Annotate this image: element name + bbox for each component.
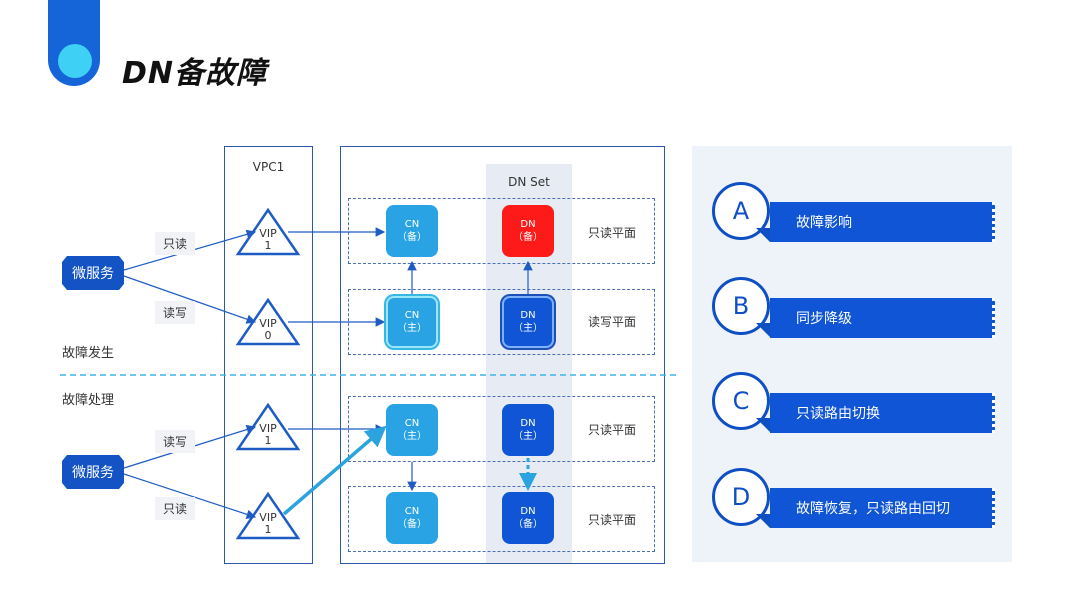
cn-standby-node-top: CN（备） xyxy=(386,205,438,257)
microservice-bottom: 微服务 xyxy=(62,455,124,489)
step-d-tail xyxy=(756,514,770,528)
cn-primary-node-top: CN（主） xyxy=(386,296,438,348)
step-c-circle: C xyxy=(712,372,770,430)
cluster-frame xyxy=(340,146,665,564)
step-a-text: 故障影响 xyxy=(796,215,852,231)
step-a-bar: 故障影响 xyxy=(770,202,995,242)
logo-dot xyxy=(58,44,92,78)
plane-label-top-rw: 读写平面 xyxy=(588,315,637,329)
vpc-label: VPC1 xyxy=(252,160,285,174)
step-b-bar: 同步降级 xyxy=(770,298,995,338)
edge-label-bottom-readwrite: 读写 xyxy=(155,430,196,453)
step-a-tail xyxy=(756,228,770,242)
section-fault-occurs: 故障发生 xyxy=(62,346,115,361)
dn-standby-node-failed: DN（备） xyxy=(502,205,554,257)
step-c-text: 只读路由切换 xyxy=(796,406,880,422)
plane-box-bottom-lower xyxy=(348,486,655,552)
edge-label-bottom-readonly: 只读 xyxy=(155,497,196,520)
dn-primary-node-bottom: DN（主） xyxy=(502,404,554,456)
cn-primary-node-bottom: CN（主） xyxy=(386,404,438,456)
plane-box-top-ro xyxy=(348,198,655,264)
page-title: DN备故障 xyxy=(122,56,268,91)
edge-label-top-readonly: 只读 xyxy=(155,232,196,255)
dn-set-label: DN Set xyxy=(508,175,550,189)
step-d-bar: 故障恢复，只读路由回切 xyxy=(770,488,995,528)
step-c-bar: 只读路由切换 xyxy=(770,393,995,433)
step-d-text: 故障恢复，只读路由回切 xyxy=(796,501,950,517)
step-b-text: 同步降级 xyxy=(796,311,852,327)
vip-label-top-ro: VIP 1 xyxy=(259,227,277,252)
plane-label-bottom-lower: 只读平面 xyxy=(588,513,637,527)
step-b-tail xyxy=(756,323,770,337)
step-d-circle: D xyxy=(712,468,770,526)
microservice-top: 微服务 xyxy=(62,256,124,290)
edge-label-top-readwrite: 读写 xyxy=(155,301,196,324)
vip-label-bottom-ro: VIP 1 xyxy=(259,511,277,536)
plane-label-bottom-upper: 只读平面 xyxy=(588,423,637,437)
step-c-tail xyxy=(756,418,770,432)
vip-label-top-rw: VIP 0 xyxy=(259,317,277,342)
cn-standby-node-bottom: CN（备） xyxy=(386,492,438,544)
plane-label-top-ro: 只读平面 xyxy=(588,226,637,240)
dn-primary-node-top: DN（主） xyxy=(502,296,554,348)
section-fault-handling: 故障处理 xyxy=(62,393,115,408)
vip-label-bottom-rw: VIP 1 xyxy=(259,422,277,447)
vpc-frame xyxy=(224,146,313,564)
dn-standby-node-bottom: DN（备） xyxy=(502,492,554,544)
